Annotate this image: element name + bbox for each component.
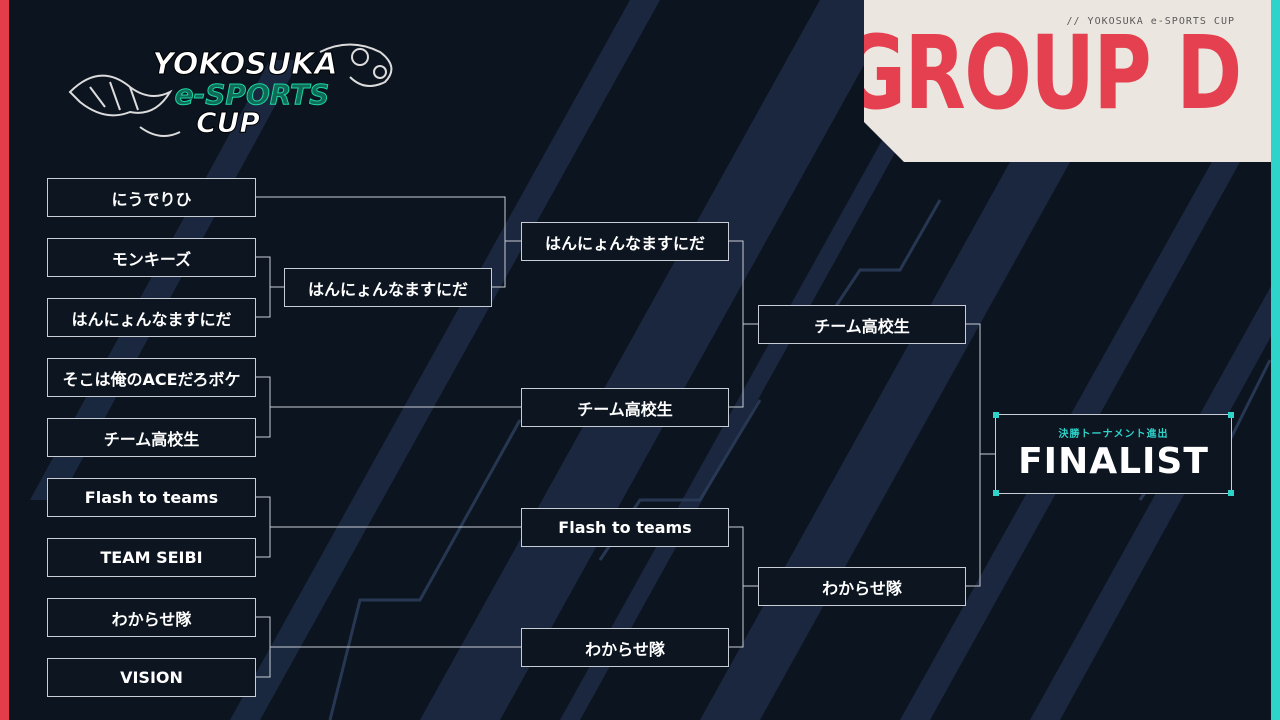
team-slot-r1: にうでりひ	[47, 178, 256, 217]
team-slot-r3: チーム高校生	[758, 305, 966, 344]
finalist-label: FINALIST	[1018, 441, 1209, 482]
event-logo: YOKOSUKA e-SPORTS CUP	[68, 43, 393, 140]
team-slot-r1: チーム高校生	[47, 418, 256, 457]
logo-line3: CUP	[196, 106, 260, 139]
tiger-emblem-icon	[68, 74, 181, 137]
team-slot-r1: Flash to teams	[47, 478, 256, 517]
team-slot-r1: モンキーズ	[47, 238, 256, 277]
team-slot-r2: チーム高校生	[521, 388, 729, 427]
header-subtitle: // YOKOSUKA e-SPORTS CUP	[1066, 16, 1235, 27]
corner-marker	[993, 412, 999, 418]
team-slot-r2: Flash to teams	[521, 508, 729, 547]
team-slot-r1: わからせ隊	[47, 598, 256, 637]
team-slot-r3: わからせ隊	[758, 567, 966, 606]
right-accent-bar	[1271, 0, 1280, 720]
team-slot-r2: はんにょんなますにだ	[521, 222, 729, 261]
logo-line2: e-SPORTS	[175, 78, 330, 111]
dragon-emblem-icon	[319, 43, 393, 87]
team-slot-r1: VISION	[47, 658, 256, 697]
logo-line1: YOKOSUKA	[152, 47, 337, 82]
team-slot-r1: はんにょんなますにだ	[47, 298, 256, 337]
finalist-caption: 決勝トーナメント進出	[1058, 429, 1169, 440]
team-slot-r2: わからせ隊	[521, 628, 729, 667]
team-slot-r1: そこは俺のACEだろボケ	[47, 358, 256, 397]
group-title: GROUP D	[841, 14, 1243, 133]
left-accent-bar	[0, 0, 9, 720]
corner-marker	[993, 490, 999, 496]
team-slot-prelim: はんにょんなますにだ	[284, 268, 492, 307]
finalist-slot: 決勝トーナメント進出 FINALIST	[993, 412, 1234, 496]
team-slot-r1: TEAM SEIBI	[47, 538, 256, 577]
corner-marker	[1228, 490, 1234, 496]
group-header-panel: // YOKOSUKA e-SPORTS CUP GROUP D	[864, 0, 1271, 162]
corner-marker	[1228, 412, 1234, 418]
